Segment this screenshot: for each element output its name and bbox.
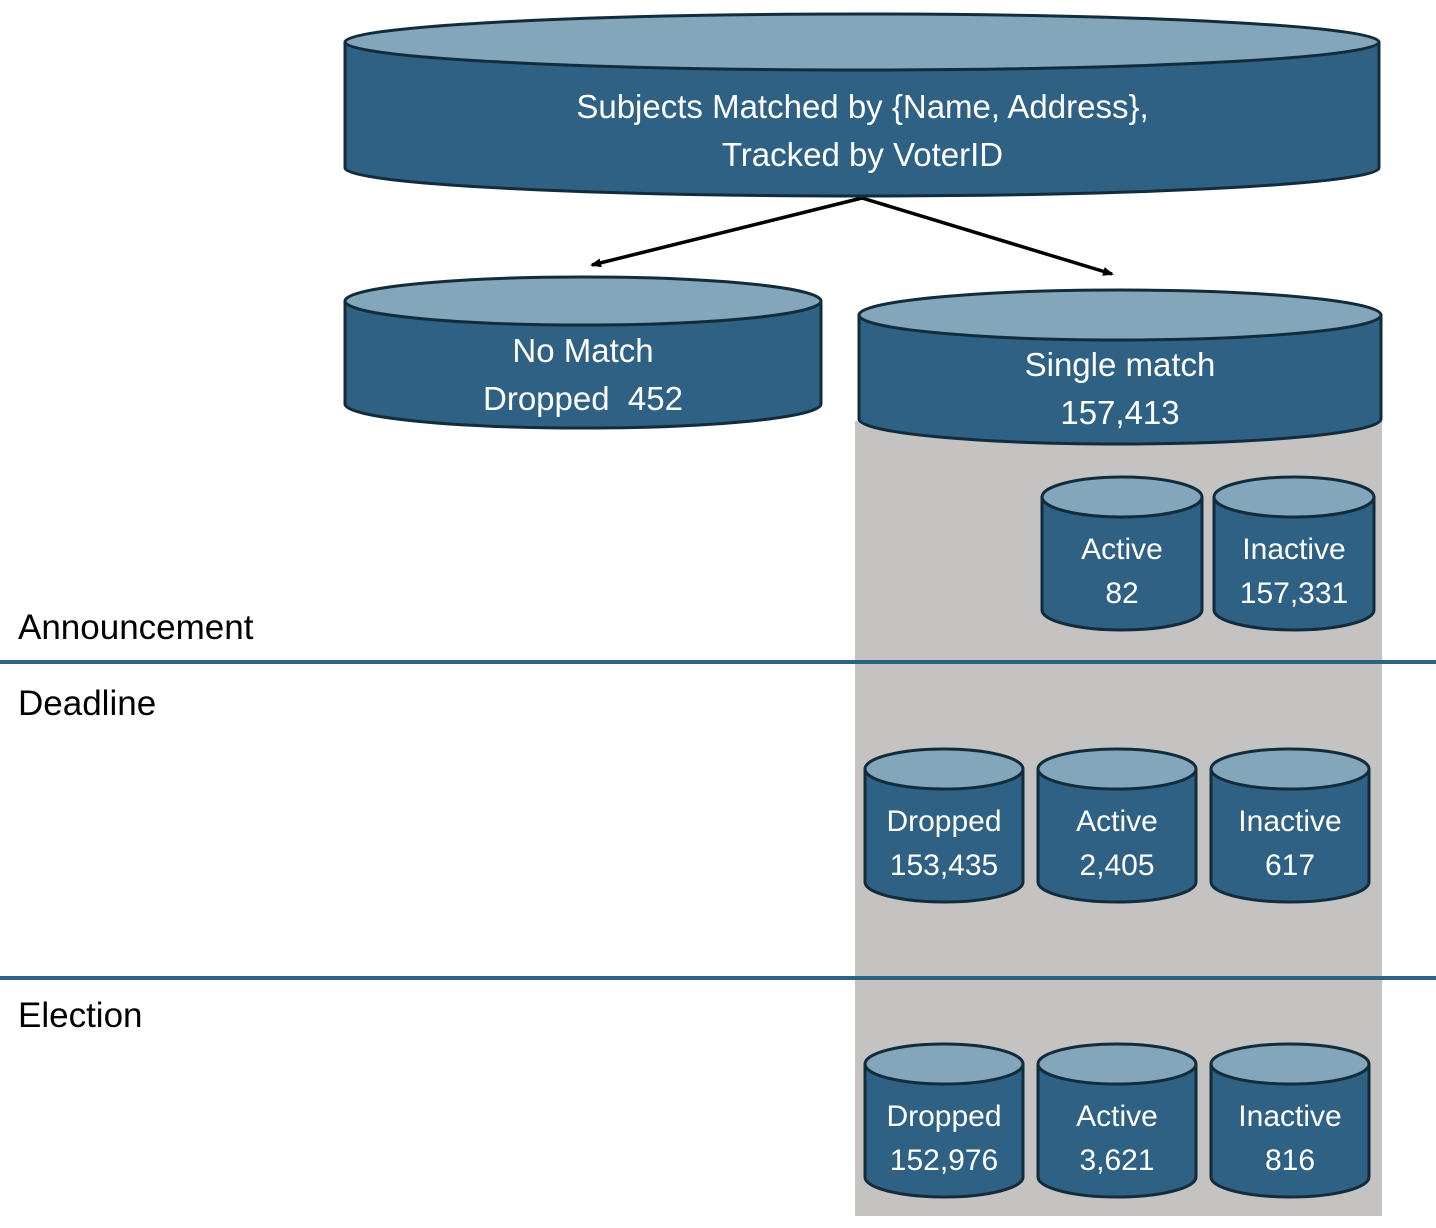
deadline-active-cylinder: Active 2,405: [1036, 747, 1198, 904]
cylinder-shape: [1040, 475, 1204, 632]
root-cylinder-line2: Tracked by VoterID: [721, 136, 1004, 173]
election-dropped-label: Dropped: [886, 1099, 1002, 1133]
election-inactive-label: Inactive: [1238, 1099, 1342, 1133]
row-label-announcement: Announcement: [18, 608, 254, 647]
deadline-active-label: Active: [1076, 804, 1158, 838]
deadline-inactive-label: Inactive: [1238, 804, 1342, 838]
announcement-active-label: Active: [1081, 532, 1163, 566]
deadline-inactive-value: 617: [1264, 848, 1316, 882]
cylinder-shape: [1036, 1042, 1198, 1199]
election-inactive-value: 816: [1264, 1143, 1316, 1177]
arrow-to-no-match: [590, 196, 863, 268]
announcement-active-cylinder: Active 82: [1040, 475, 1204, 632]
no-match-line1: No Match: [512, 331, 654, 369]
cylinder-shape: [343, 12, 1381, 198]
single-match-line1: Single match: [1024, 346, 1216, 383]
no-match-line2: Dropped 452: [483, 379, 683, 417]
row-label-election: Election: [18, 996, 143, 1035]
root-cylinder-line1: Subjects Matched by {Name, Address},: [576, 88, 1149, 125]
deadline-dropped-label: Dropped: [886, 804, 1002, 838]
election-active-cylinder: Active 3,621: [1036, 1042, 1198, 1199]
election-active-label: Active: [1076, 1099, 1158, 1133]
cylinder-shape: [1209, 1042, 1371, 1199]
election-inactive-cylinder: Inactive 816: [1209, 1042, 1371, 1199]
cylinder-shape: [1212, 475, 1376, 632]
single-match-cylinder: Single match 157,413: [857, 288, 1383, 446]
announcement-active-value: 82: [1105, 576, 1139, 610]
deadline-dropped-cylinder: Dropped 153,435: [863, 747, 1025, 904]
single-match-line2: 157,413: [1060, 394, 1180, 431]
election-dropped-value: 152,976: [889, 1143, 999, 1177]
announcement-inactive-value: 157,331: [1239, 576, 1349, 610]
deadline-election-divider: [0, 976, 1436, 980]
announcement-inactive-cylinder: Inactive 157,331: [1212, 475, 1376, 632]
deadline-active-value: 2,405: [1079, 848, 1155, 882]
cylinder-shape: [863, 1042, 1025, 1199]
deadline-dropped-value: 153,435: [889, 848, 999, 882]
cylinder-shape: [1036, 747, 1198, 904]
row-label-deadline: Deadline: [18, 684, 157, 723]
cylinder-shape: [1209, 747, 1371, 904]
deadline-inactive-cylinder: Inactive 617: [1209, 747, 1371, 904]
cylinder-shape: [863, 747, 1025, 904]
election-dropped-cylinder: Dropped 152,976: [863, 1042, 1025, 1199]
root-cylinder: Subjects Matched by {Name, Address}, Tra…: [343, 12, 1382, 198]
no-match-cylinder: No Match Dropped 452: [343, 275, 823, 430]
arrow-to-single-match: [861, 196, 1114, 276]
announcement-deadline-divider: [0, 660, 1436, 664]
cylinder-shape: [857, 288, 1383, 446]
announcement-inactive-label: Inactive: [1242, 532, 1346, 566]
cylinder-shape: [343, 275, 823, 430]
election-active-value: 3,621: [1079, 1143, 1155, 1177]
